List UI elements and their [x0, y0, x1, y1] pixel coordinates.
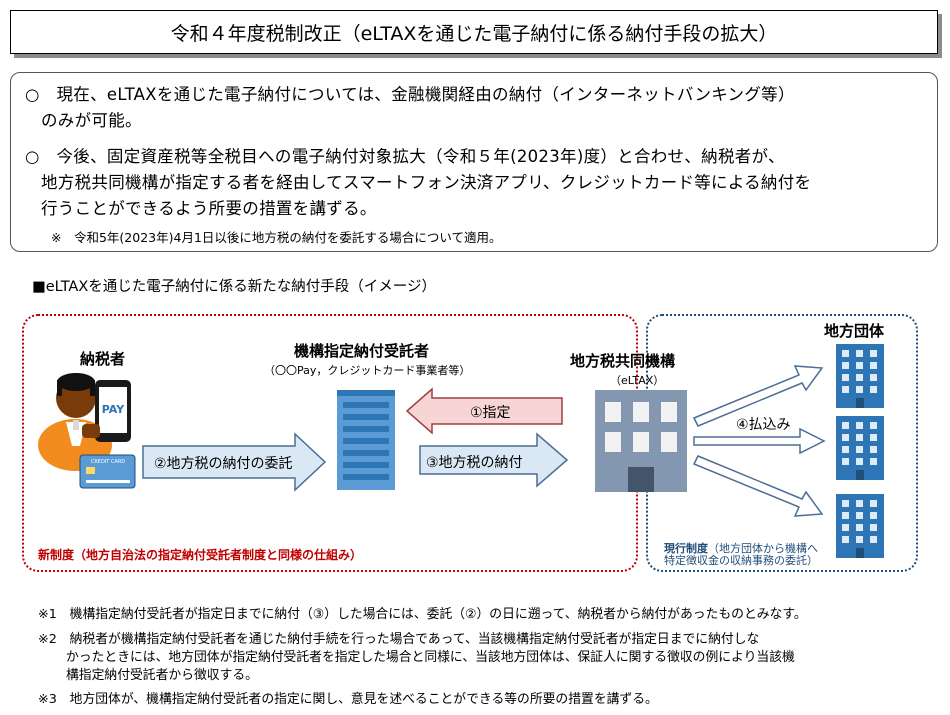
local-gov-building-icon-2 — [836, 416, 884, 480]
current-system-note-2: 特定徴収金の収納事務の委託） — [664, 554, 818, 567]
entrustment-arrow-label: ②地方税の納付の委託 — [154, 456, 293, 472]
current-system-note-1: （地方団体から機構へ — [708, 542, 818, 555]
payment-arrow-label: ③地方税の納付 — [426, 455, 523, 471]
pay-text: PAY — [102, 403, 126, 416]
local-gov-building-icon-3 — [836, 494, 884, 558]
footnote-2-line-1: ※2 納税者が機構指定納付受託者を通じた納付手続を行った場合であって、当該機構指… — [38, 632, 760, 647]
taxpayer-label: 納税者 — [80, 350, 126, 368]
current-system-title: 現行制度 — [664, 542, 708, 555]
remittance-arrow-lower — [692, 455, 824, 517]
card-text: CREDIT CARD — [91, 459, 125, 465]
local-gov-building-icon-1 — [836, 344, 884, 408]
designation-arrow — [405, 387, 563, 435]
remittance-arrow-middle — [693, 427, 826, 455]
local-gov-label: 地方団体 — [824, 322, 885, 340]
summary-box: ○ 現在、eLTAXを通じた電子納付については、金融機関経由の納付（インターネッ… — [10, 72, 938, 252]
page-title-text: 令和４年度税制改正（eLTAXを通じた電子納付に係る納付手段の拡大） — [170, 22, 778, 45]
jlis-building-icon — [595, 390, 687, 492]
jlis-sub-label: （eLTAX） — [610, 374, 665, 387]
remittance-arrow-upper — [692, 365, 824, 427]
designation-arrow-label: ①指定 — [470, 405, 511, 421]
summary-line-3: ○ 今後、固定資産税等全税目への電子納付対象拡大（令和５年(2023年)度）と合… — [25, 147, 785, 166]
entrustment-arrow — [142, 432, 327, 492]
current-system-caption-1: 現行制度（地方団体から機構へ — [664, 540, 818, 556]
new-system-caption: 新制度（地方自治法の指定納付受託者制度と同様の仕組み） — [38, 548, 363, 562]
designee-building-icon — [337, 390, 395, 490]
payment-arrow — [419, 432, 569, 488]
summary-line-1: ○ 現在、eLTAXを通じた電子納付については、金融機関経由の納付（インターネッ… — [25, 85, 795, 104]
remittance-arrow-label: ④払込み — [736, 417, 791, 433]
jlis-label: 地方税共同機構 — [570, 352, 676, 370]
footnote-2-line-2: かったときには、地方団体が指定納付受託者を指定した場合と同様に、当該地方団体は、… — [66, 650, 795, 665]
footnote-3: ※3 地方団体が、機構指定納付受託者の指定に関し、意見を述べることができる等の所… — [38, 692, 658, 707]
designee-label: 機構指定納付受託者 — [294, 342, 430, 360]
page-title: 令和４年度税制改正（eLTAXを通じた電子納付に係る納付手段の拡大） — [10, 10, 938, 54]
credit-card-icon — [79, 454, 136, 489]
summary-line-5: 行うことができるよう所要の措置を講ずる。 — [41, 199, 377, 218]
designee-sub-label: （〇〇Pay，クレジットカード事業者等） — [264, 364, 471, 377]
footnote-1: ※1 機構指定納付受託者が指定日までに納付（③）した場合には、委託（②）の日に遡… — [38, 607, 807, 622]
summary-line-2: のみが可能。 — [41, 111, 142, 130]
section-heading: ■eLTAXを通じた電子納付に係る新たな納付手段（イメージ） — [32, 279, 436, 295]
footnote-2-line-3: 構指定納付受託者から徴収する。 — [66, 668, 258, 683]
summary-line-4: 地方税共同機構が指定する者を経由してスマートフォン決済アプリ、クレジットカード等… — [41, 173, 812, 192]
summary-note: ※ 令和5年(2023年)4月1日以後に地方税の納付を委託する場合について適用。 — [51, 230, 502, 245]
